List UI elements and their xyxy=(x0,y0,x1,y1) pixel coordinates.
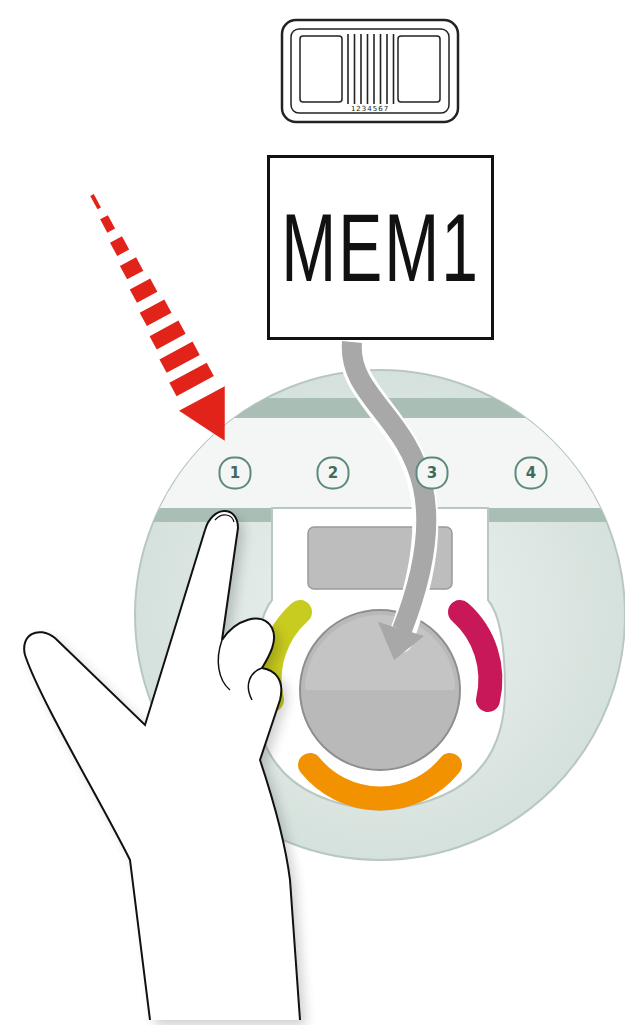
preset-button: 4 xyxy=(514,456,548,490)
press-arrow xyxy=(90,194,225,441)
button-ring xyxy=(220,458,251,489)
button-number: 2 xyxy=(328,466,338,481)
arrow-dash xyxy=(120,257,143,279)
arrow-dash xyxy=(90,194,101,209)
arrow-head xyxy=(179,386,225,441)
arrow-dash xyxy=(130,278,158,302)
slider-bar xyxy=(367,34,369,104)
slider-bar xyxy=(393,34,395,104)
button-ring xyxy=(318,458,349,489)
slider-icon xyxy=(282,20,458,122)
button-ring xyxy=(417,458,448,489)
scale-numbers: 1234567 xyxy=(351,106,389,113)
hand xyxy=(24,511,306,1025)
slider-bar xyxy=(386,34,388,104)
button-ring xyxy=(516,458,547,489)
arrow-dash xyxy=(159,342,199,373)
preset-button: 3 xyxy=(415,456,449,490)
button-number: 1 xyxy=(230,466,240,481)
slider-bar xyxy=(347,34,349,104)
pointer-arrow xyxy=(352,342,427,660)
preset-button: 2 xyxy=(316,456,350,490)
arrow-dash xyxy=(110,236,129,256)
button-number: 4 xyxy=(526,466,536,481)
slider-bar xyxy=(354,34,356,104)
arrow-dash xyxy=(150,321,186,350)
arrow-dash xyxy=(169,363,214,396)
preset-button: 1 xyxy=(218,456,252,490)
slider-bar xyxy=(373,34,375,104)
display-readout: MEM1 xyxy=(267,155,494,340)
display-text: MEM1 xyxy=(281,200,480,296)
arrow-dash xyxy=(100,215,115,233)
slider-bar xyxy=(360,34,362,104)
slider-bar xyxy=(380,34,382,104)
button-number: 3 xyxy=(427,466,437,481)
control-panel xyxy=(255,508,505,810)
arrow-dash xyxy=(140,299,172,326)
